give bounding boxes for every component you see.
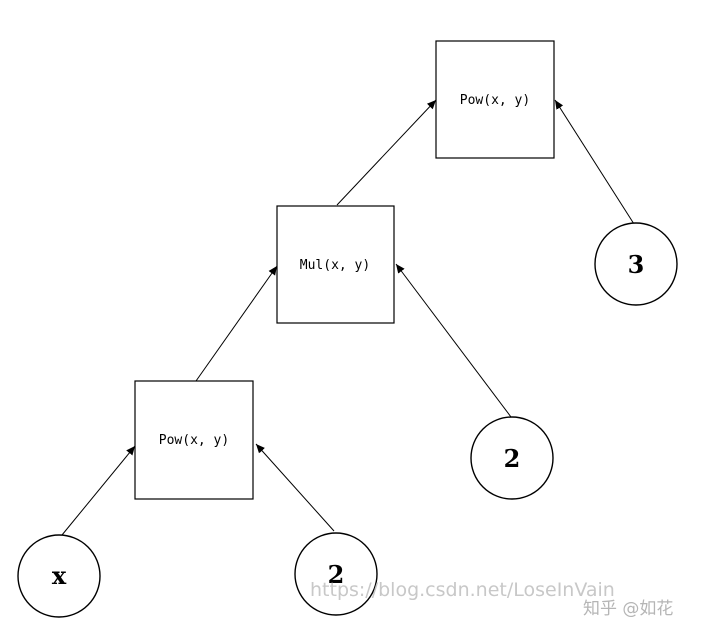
leaf-3-label: 3 [628, 250, 645, 279]
leaf-x-label: x [52, 561, 67, 590]
node-mul-label: Mul(x, y) [300, 258, 370, 273]
node-pow-bottom-label: Pow(x, y) [159, 433, 229, 448]
leaf-2-middle: 2 [470, 416, 554, 500]
edge-x-to-pow-bottom [61, 445, 136, 536]
edge-3-to-pow-top [554, 99, 635, 225]
leaf-2-bottom-label: 2 [328, 560, 345, 589]
watermark-url: https://blog.csdn.net/LoseInVain [310, 579, 615, 601]
leaf-3: 3 [594, 222, 678, 306]
leaf-2-bottom: 2 [294, 532, 378, 616]
edge-2b-to-mul [395, 263, 512, 418]
node-pow-top: Pow(x, y) [435, 40, 555, 159]
node-mul: Mul(x, y) [276, 205, 395, 324]
leaf-x: x [17, 534, 101, 618]
watermark-zhihu: 知乎 @如花 [583, 599, 673, 619]
edges [61, 99, 635, 536]
node-pow-bottom: Pow(x, y) [134, 380, 254, 500]
edge-mul-to-pow-top [336, 99, 437, 206]
edge-pow-bottom-to-mul [195, 265, 278, 382]
node-pow-top-label: Pow(x, y) [460, 93, 530, 108]
edge-2a-to-pow-bottom [255, 443, 335, 532]
leaf-2-middle-label: 2 [504, 444, 521, 473]
